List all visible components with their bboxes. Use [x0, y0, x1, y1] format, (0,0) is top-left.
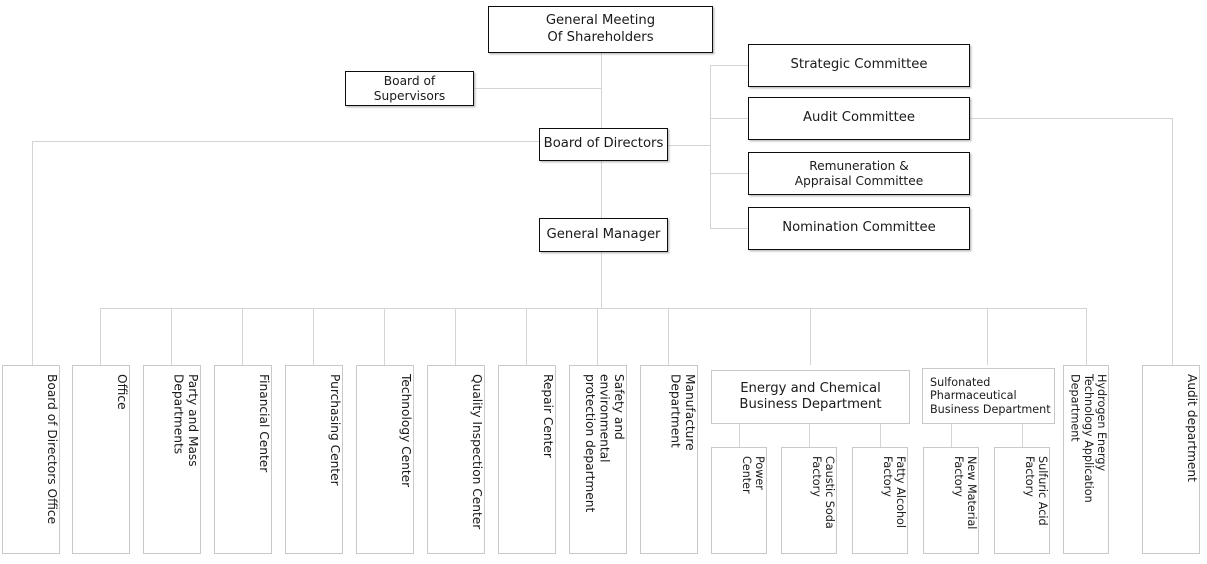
- node-label: Hydrogen Energy Technology Application D…: [1068, 374, 1108, 503]
- connector-audit-dept-h: [970, 118, 1173, 119]
- connector-drop-technology: [384, 308, 385, 365]
- connector-directors-to-committee-trunk: [667, 145, 711, 146]
- node-safety-and-environmental-protection-department[interactable]: Safety and environmental protection depa…: [569, 365, 627, 554]
- node-strategic-committee[interactable]: Strategic Committee: [748, 44, 970, 87]
- node-label: Sulfuric Acid Factory: [1022, 456, 1049, 526]
- connector-committee-stub-2: [710, 118, 749, 119]
- connector-drop-repair: [526, 308, 527, 365]
- node-general-manager[interactable]: General Manager: [539, 218, 668, 252]
- node-audit-committee[interactable]: Audit Committee: [748, 97, 970, 140]
- connector-stub-caustic-soda: [809, 424, 810, 447]
- node-new-material-factory[interactable]: New Material Factory: [923, 447, 979, 554]
- node-label: Quality Inspection Center: [470, 374, 484, 530]
- connector-bod-office-v: [32, 141, 33, 365]
- node-energy-and-chemical-business-department[interactable]: Energy and Chemical Business Department: [711, 370, 910, 424]
- connector-directors-to-manager: [601, 161, 602, 218]
- node-caustic-soda-factory[interactable]: Caustic Soda Factory: [781, 447, 837, 554]
- node-label: Fatty Alcohol Factory: [880, 456, 907, 529]
- node-label: Financial Center: [257, 374, 271, 473]
- node-audit-department[interactable]: Audit department: [1142, 365, 1200, 554]
- connector-committee-stub-1: [710, 65, 749, 66]
- node-hydrogen-energy-technology-application-department[interactable]: Hydrogen Energy Technology Application D…: [1063, 365, 1109, 554]
- node-label: Manufacture Department: [668, 374, 697, 451]
- connector-general-meeting-stem: [601, 53, 602, 128]
- node-label: Caustic Soda Factory: [809, 456, 836, 529]
- connector-department-bus: [100, 308, 1086, 309]
- connector-stub-fatty-alcohol: [880, 424, 881, 447]
- node-board-of-directors[interactable]: Board of Directors: [539, 128, 668, 161]
- connector-drop-manufacture: [668, 308, 669, 365]
- connector-stub-sulfuric-acid: [1022, 424, 1023, 447]
- node-sulfonated-pharmaceutical-business-department[interactable]: Sulfonated Pharmaceutical Business Depar…: [922, 368, 1055, 424]
- node-label: Purchasing Center: [328, 374, 342, 486]
- node-label: Power Center: [739, 456, 766, 494]
- node-board-of-supervisors[interactable]: Board of Supervisors: [345, 71, 474, 106]
- node-label: Office: [115, 374, 129, 410]
- node-financial-center[interactable]: Financial Center: [214, 365, 272, 554]
- node-label: Audit department: [1185, 374, 1199, 482]
- connector-drop-sulfonated: [987, 308, 988, 365]
- node-office[interactable]: Office: [72, 365, 130, 554]
- node-label: Technology Center: [399, 374, 413, 488]
- connector-drop-office: [100, 308, 101, 365]
- node-label: New Material Factory: [951, 456, 978, 530]
- node-general-meeting-of-shareholders[interactable]: General Meeting Of Shareholders: [488, 6, 713, 53]
- node-sulfuric-acid-factory[interactable]: Sulfuric Acid Factory: [994, 447, 1050, 554]
- node-remuneration-appraisal-committee[interactable]: Remuneration & Appraisal Committee: [748, 152, 970, 195]
- connector-stub-new-material: [951, 424, 952, 447]
- connector-bod-office-h: [32, 141, 540, 142]
- connector-drop-quality: [455, 308, 456, 365]
- connector-committee-trunk: [710, 65, 711, 229]
- node-manufacture-department[interactable]: Manufacture Department: [640, 365, 698, 554]
- connector-manager-to-bus: [601, 252, 602, 308]
- connector-audit-dept-v: [1172, 118, 1173, 365]
- node-purchasing-center[interactable]: Purchasing Center: [285, 365, 343, 554]
- connector-drop-energy-chemical: [810, 308, 811, 365]
- node-power-center[interactable]: Power Center: [711, 447, 767, 554]
- connector-drop-financial: [242, 308, 243, 365]
- node-label: Safety and environmental protection depa…: [583, 374, 626, 513]
- node-party-and-mass-departments[interactable]: Party and Mass Departments: [143, 365, 201, 554]
- node-nomination-committee[interactable]: Nomination Committee: [748, 207, 970, 250]
- connector-committee-stub-3: [710, 173, 749, 174]
- connector-drop-hydrogen: [1086, 308, 1087, 365]
- node-label: Repair Center: [541, 374, 555, 458]
- node-board-of-directors-office[interactable]: Board of Directors Office: [2, 365, 60, 554]
- node-technology-center[interactable]: Technology Center: [356, 365, 414, 554]
- node-fatty-alcohol-factory[interactable]: Fatty Alcohol Factory: [852, 447, 908, 554]
- connector-drop-safety: [597, 308, 598, 365]
- connector-drop-purchasing: [313, 308, 314, 365]
- node-repair-center[interactable]: Repair Center: [498, 365, 556, 554]
- connector-stub-power-center: [739, 424, 740, 447]
- connector-drop-party-mass: [171, 308, 172, 365]
- connector-committee-stub-4: [710, 228, 749, 229]
- connector-supervisors-to-stem: [475, 88, 602, 89]
- node-label: Board of Directors Office: [45, 374, 59, 525]
- node-quality-inspection-center[interactable]: Quality Inspection Center: [427, 365, 485, 554]
- node-label: Party and Mass Departments: [171, 374, 200, 467]
